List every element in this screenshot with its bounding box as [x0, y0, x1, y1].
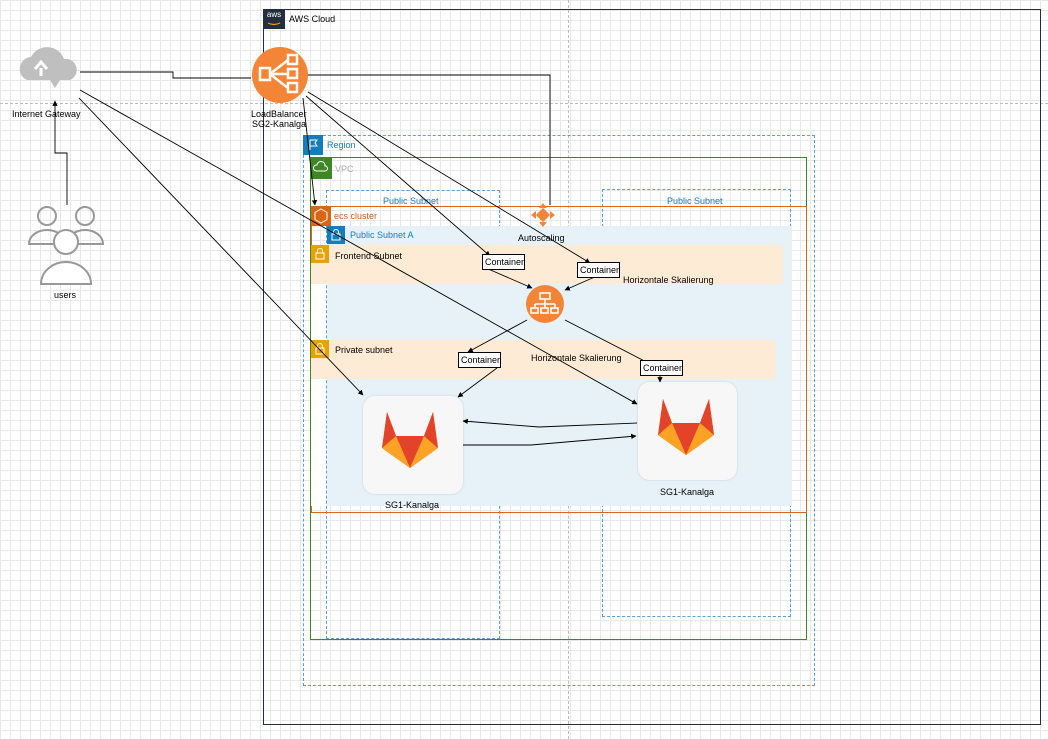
internet-gateway-label: Internet Gateway [12, 109, 81, 119]
gitlab-left-label: SG1-Kanalga [385, 500, 440, 510]
frontend-subnet-label: Frontend Subnet [335, 251, 403, 261]
edge-lb-container1 [305, 95, 491, 257]
load-balancer-icon [252, 47, 308, 103]
edge-users-gateway [52, 100, 68, 205]
edge-alb-container3 [467, 319, 528, 353]
edge-alb-container4 [564, 319, 657, 368]
private-subnet-label: Private subnet [335, 345, 393, 355]
private-subnet-group[interactable] [311, 340, 775, 379]
aws-cloud-label: AWS Cloud [289, 14, 336, 24]
private-subnet-lock-icon [311, 340, 329, 358]
vpc-cloud-icon [310, 157, 332, 179]
public-subnet-a-label: Public Subnet A [350, 230, 414, 240]
scaling-label-bottom: Horizontale Skalierung [531, 353, 622, 363]
edge-lb-autoscaling [307, 74, 551, 205]
public-subnet-left-label: Public Subnet [383, 196, 439, 206]
ecs-left-notch-2 [311, 379, 326, 506]
gitlab-icon [382, 412, 438, 468]
aws-logo-icon: aws [263, 9, 285, 29]
page-break-horizontal [0, 103, 1048, 104]
scaling-label-top: Horizontale Skalierung [623, 275, 714, 285]
edge-lb-ecs [302, 97, 318, 206]
edge-gateway-gitlab-right [79, 89, 638, 405]
users-icon [27, 206, 105, 285]
public-subnet-a-icon [327, 226, 345, 244]
load-balancer-label-line2: SG2-Kanalga [252, 119, 307, 129]
edge-lb-container2 [307, 91, 591, 264]
aws-cloud-group[interactable] [263, 9, 1041, 725]
container-2[interactable]: Container [577, 262, 620, 278]
region-group[interactable] [303, 135, 815, 686]
ecs-left-notch [311, 284, 326, 340]
region-label: Region [327, 140, 356, 150]
subnet-a-header-strip [450, 226, 792, 244]
edge-gateway-gitlab-left [78, 97, 364, 396]
ecs-cluster-label: ecs cluster [334, 211, 378, 221]
edge-container1-alb [485, 267, 533, 289]
edge-gitlab-left-right [463, 433, 637, 446]
load-balancer-label-line1: LoadBalancer [251, 109, 307, 119]
public-subnet-right-label: Public Subnet [667, 196, 723, 206]
frontend-subnet-lock-icon [311, 245, 329, 263]
gitlab-right-label: SG1-Kanalga [660, 487, 715, 497]
autoscaling-label: Autoscaling [518, 233, 565, 243]
container-1[interactable]: Container [482, 254, 525, 270]
edge-gateway-lb [80, 71, 251, 79]
ecs-cluster-icon [311, 206, 331, 226]
users-label: users [54, 290, 77, 300]
container-3[interactable]: Container [458, 352, 501, 368]
container-4[interactable]: Container [640, 360, 683, 376]
edge-gitlab-right-left [462, 418, 638, 428]
application-load-balancer-icon [526, 285, 564, 323]
cloud-gateway-icon [19, 47, 77, 88]
gitlab-icon [658, 399, 714, 455]
vpc-label: VPC [335, 164, 354, 174]
edge-container3-gitlab-left [457, 367, 498, 398]
autoscaling-icon [531, 203, 555, 227]
edge-container2-alb [564, 275, 598, 291]
